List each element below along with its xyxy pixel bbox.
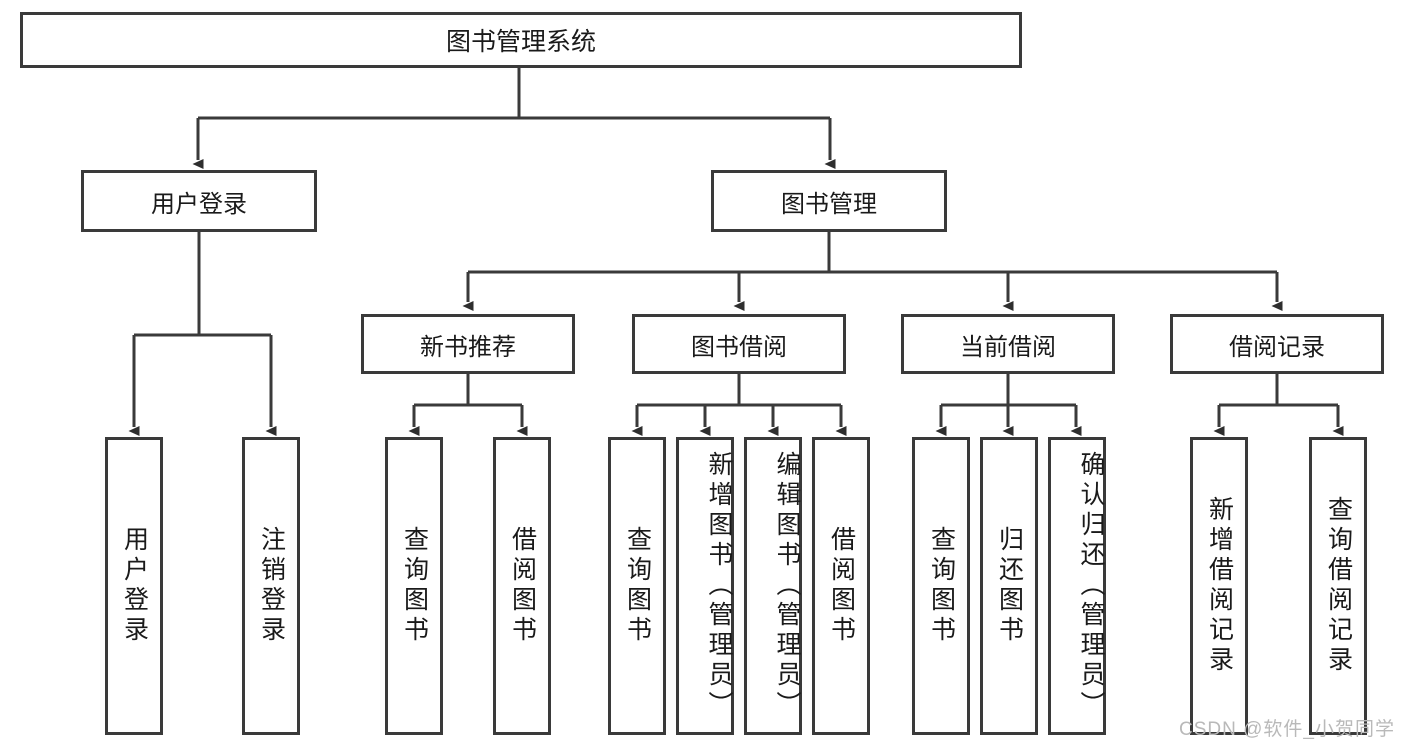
node-new-book-recommend[interactable]: 新书推荐 <box>361 314 575 374</box>
node-book-manage[interactable]: 图书管理 <box>711 170 947 232</box>
node-book-borrow[interactable]: 图书借阅 <box>632 314 846 374</box>
leaf-borrow-book-recommend[interactable]: 借阅图书 <box>493 437 551 735</box>
leaf-query-book-current[interactable]: 查询图书 <box>912 437 970 735</box>
leaf-add-borrow-record-label: 新增借阅记录 <box>1205 496 1234 676</box>
leaf-borrow-book-recommend-label: 借阅图书 <box>508 526 537 646</box>
leaf-confirm-return-admin[interactable]: 确认归还（管理员） <box>1048 437 1106 735</box>
leaf-query-borrow-record-label: 查询借阅记录 <box>1324 496 1353 676</box>
leaf-borrow-book-label: 借阅图书 <box>827 526 856 646</box>
leaf-query-book-recommend-label: 查询图书 <box>400 526 429 646</box>
node-root[interactable]: 图书管理系统 <box>20 12 1022 68</box>
node-book-borrow-label: 图书借阅 <box>691 333 787 361</box>
node-borrow-record[interactable]: 借阅记录 <box>1170 314 1384 374</box>
leaf-return-book[interactable]: 归还图书 <box>980 437 1038 735</box>
leaf-query-book-recommend[interactable]: 查询图书 <box>385 437 443 735</box>
leaf-user-login[interactable]: 用户登录 <box>105 437 163 735</box>
node-book-manage-label: 图书管理 <box>781 190 877 218</box>
node-user-login-label: 用户登录 <box>151 190 247 218</box>
node-current-borrow-label: 当前借阅 <box>960 333 1056 361</box>
leaf-borrow-book[interactable]: 借阅图书 <box>812 437 870 735</box>
leaf-query-book-borrow[interactable]: 查询图书 <box>608 437 666 735</box>
leaf-edit-book-admin-label: 编辑图书（管理员） <box>773 451 801 721</box>
leaf-logout[interactable]: 注销登录 <box>242 437 300 735</box>
node-current-borrow[interactable]: 当前借阅 <box>901 314 1115 374</box>
leaf-query-book-current-label: 查询图书 <box>927 526 956 646</box>
leaf-add-book-admin[interactable]: 新增图书（管理员） <box>676 437 734 735</box>
watermark: CSDN @软件_小贺同学 <box>1179 719 1395 740</box>
node-borrow-record-label: 借阅记录 <box>1229 333 1325 361</box>
leaf-user-login-label: 用户登录 <box>120 526 149 646</box>
leaf-return-book-label: 归还图书 <box>995 526 1024 646</box>
node-user-login[interactable]: 用户登录 <box>81 170 317 232</box>
leaf-query-borrow-record[interactable]: 查询借阅记录 <box>1309 437 1367 735</box>
leaf-edit-book-admin[interactable]: 编辑图书（管理员） <box>744 437 802 735</box>
node-root-label: 图书管理系统 <box>445 28 596 56</box>
node-new-book-recommend-label: 新书推荐 <box>420 333 516 361</box>
leaf-add-borrow-record[interactable]: 新增借阅记录 <box>1190 437 1248 735</box>
leaf-query-book-borrow-label: 查询图书 <box>623 526 652 646</box>
leaf-logout-label: 注销登录 <box>257 526 286 646</box>
leaf-add-book-admin-label: 新增图书（管理员） <box>705 451 733 721</box>
leaf-confirm-return-admin-label: 确认归还（管理员） <box>1077 451 1105 721</box>
